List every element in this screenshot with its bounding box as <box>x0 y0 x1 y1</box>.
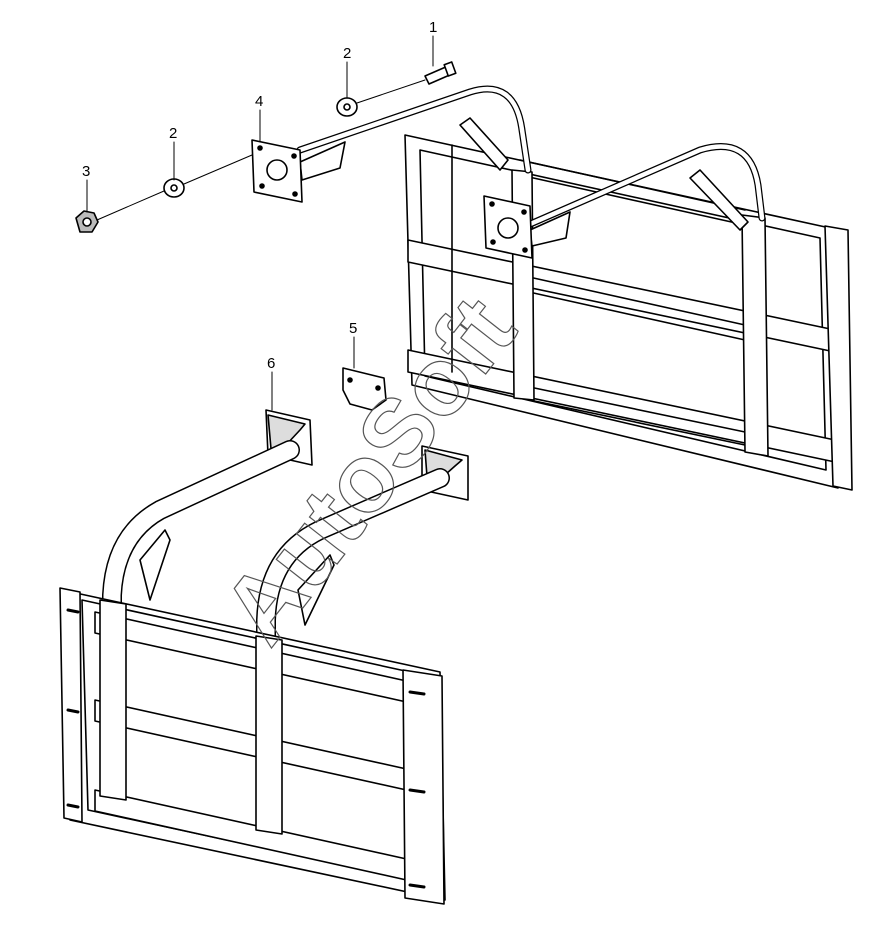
fasteners <box>75 61 457 233</box>
callout-1: 1 <box>429 19 437 36</box>
upper-guard-assembly <box>251 85 853 491</box>
leader-lines <box>86 35 434 411</box>
lower-guard-assembly <box>59 409 469 905</box>
callout-2-left: 2 <box>169 125 177 142</box>
callout-5: 5 <box>349 320 357 337</box>
callout-labels: 1 2 2 3 4 5 6 <box>82 19 437 372</box>
callout-3: 3 <box>82 163 90 180</box>
callout-4: 4 <box>255 93 263 110</box>
callout-6: 6 <box>267 355 275 372</box>
callout-2-top: 2 <box>343 45 351 62</box>
shim-plate <box>342 367 387 411</box>
